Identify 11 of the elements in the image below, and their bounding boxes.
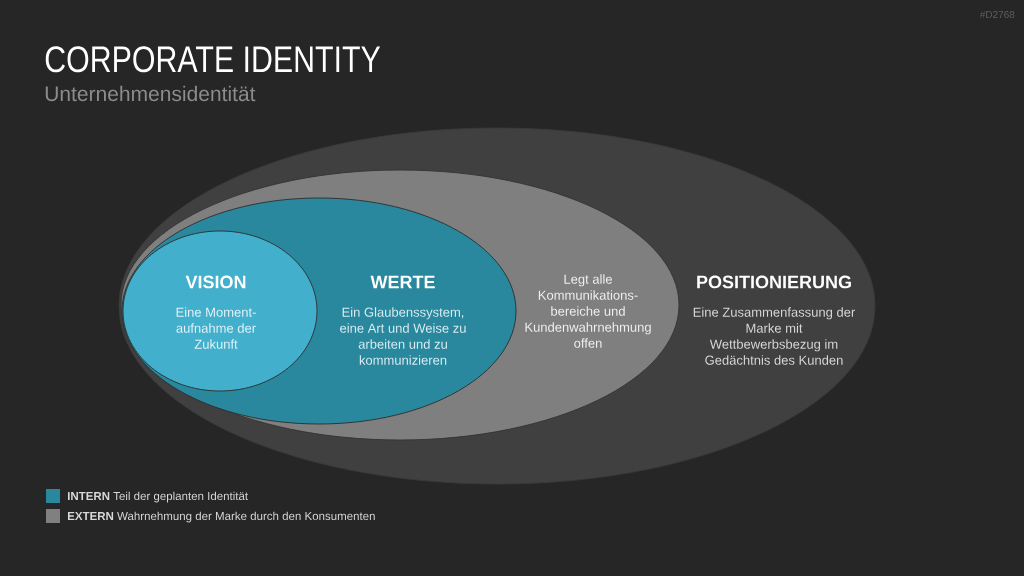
legend-text: INTERN Teil der geplanten Identität	[67, 491, 248, 503]
slide-title: CORPORATE IDENTITY	[45, 46, 381, 73]
subtitle: Unternehmensidentität	[45, 85, 256, 102]
description: Eine Moment- aufnahme der Zukunft	[176, 307, 256, 349]
heading: VISION	[185, 275, 246, 289]
legend-text: EXTERN Wahrnehmung der Marke durch den Konsumenten	[67, 511, 375, 523]
description: Eine Zusammenfassung der Marke mit Wettbewerbsbezug im Gedächtnis des Kunden	[693, 307, 856, 365]
heading: WERTE	[370, 275, 435, 289]
description: Ein Glaubenssystem, eine Art und Weise zu arbeiten und zu kommunizieren	[340, 307, 466, 365]
heading: POSITIONIERUNG	[697, 275, 851, 289]
description: Legt alle Kommunikations- bereiche und Kundenwahrnehmung offen	[525, 274, 651, 348]
